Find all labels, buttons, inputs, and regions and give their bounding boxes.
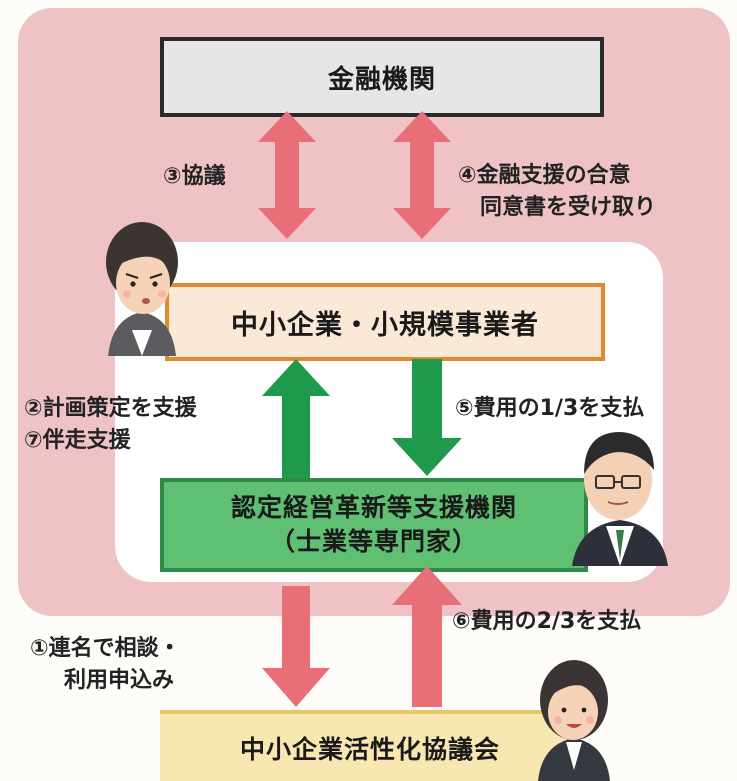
plan-support-arrow bbox=[262, 359, 330, 478]
payment-two-thirds-arrow bbox=[392, 566, 462, 707]
sme-label: 中小企業・小規模事業者 bbox=[231, 309, 539, 341]
step1-line1: ①連名で相談・ bbox=[30, 636, 181, 661]
payment-one-third-arrow bbox=[392, 359, 462, 476]
support-institution-label: 認定経営革新等支援機関 bbox=[230, 493, 517, 523]
joint-application-arrow bbox=[262, 586, 330, 707]
sme-box: 中小企業・小規模事業者 bbox=[165, 283, 605, 361]
financial-institution-label: 金融機関 bbox=[327, 64, 436, 95]
step2-label: ②計画策定を支援 bbox=[24, 396, 197, 421]
council-label: 中小企業活性化協議会 bbox=[239, 734, 500, 764]
worried-woman-icon bbox=[106, 222, 178, 356]
consultation-arrow bbox=[258, 111, 316, 239]
step6-label: ⑥費用の2/3を支払 bbox=[452, 609, 642, 634]
step1-line2: 利用申込み bbox=[64, 667, 175, 693]
certified-support-institution-box: 認定経営革新等支援機関 （士業等専門家） bbox=[160, 478, 588, 572]
support-institution-sublabel: （士業等専門家） bbox=[269, 527, 478, 556]
step5-label: ⑤費用の1/3を支払 bbox=[455, 396, 645, 421]
smiling-woman-icon bbox=[538, 660, 610, 781]
step4-line1: ④金融支援の合意 bbox=[458, 163, 631, 188]
step4-line2: 同意書を受け取り bbox=[480, 194, 657, 220]
step7-label: ⑦伴走支援 bbox=[24, 427, 131, 453]
step1-label: ①連名で相談・ 利用申込み bbox=[30, 633, 181, 697]
agreement-arrow bbox=[393, 111, 451, 239]
financial-institution-box: 金融機関 bbox=[160, 37, 604, 117]
revitalization-council-box: 中小企業活性化協議会 bbox=[160, 710, 580, 781]
man-with-glasses-icon bbox=[572, 432, 668, 566]
step3-label: ③協議 bbox=[163, 164, 226, 189]
step2-step7-labels: ②計画策定を支援 ⑦伴走支援 bbox=[24, 393, 197, 457]
step4-label: ④金融支援の合意 同意書を受け取り bbox=[458, 160, 656, 224]
